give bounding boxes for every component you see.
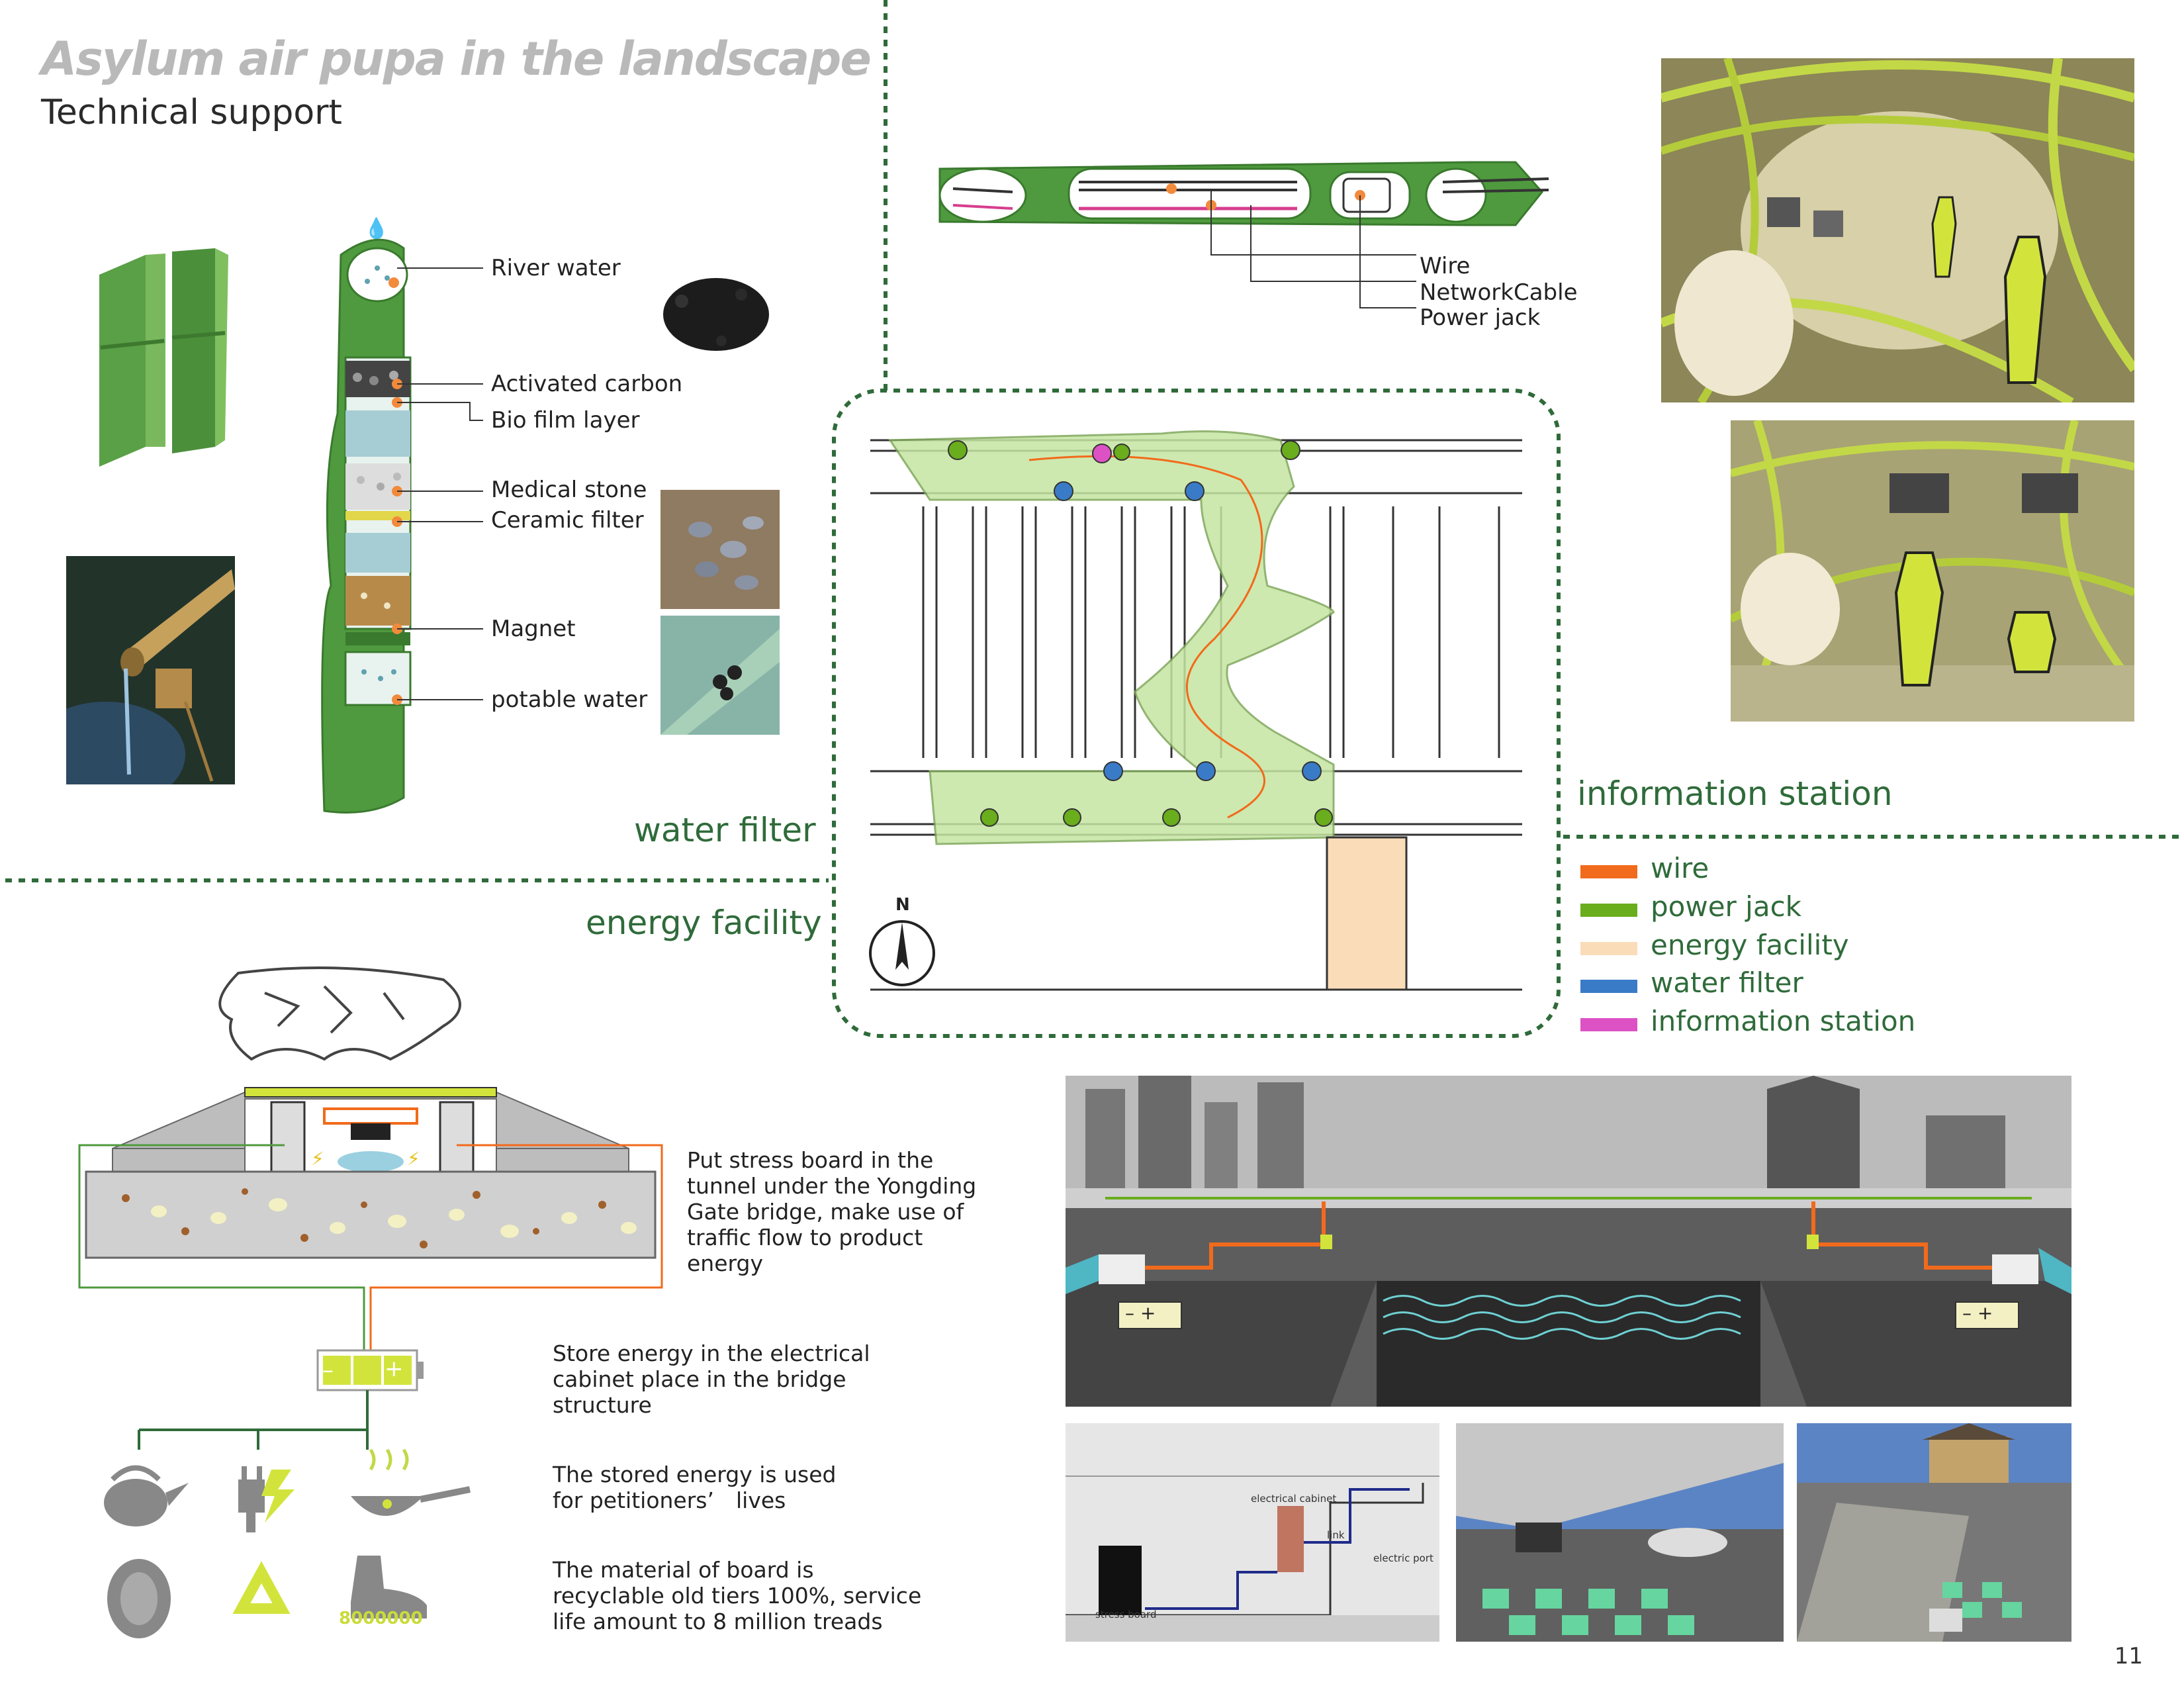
tube-leader-lines xyxy=(1210,189,1416,308)
energy-text-store: Store energy in the electrical cabinet p… xyxy=(553,1340,870,1418)
battery-plus: + xyxy=(385,1356,404,1382)
label-medical-stone: Medical stone xyxy=(491,477,647,503)
water-filter-heading: water filter xyxy=(634,811,816,849)
carbon-photo xyxy=(655,248,778,367)
info-station-render-2 xyxy=(1731,420,2134,722)
cad-label-stress-board: stress board xyxy=(1095,1609,1157,1620)
label-ceramic-filter: Ceramic filter xyxy=(491,507,644,534)
label-activated-carbon: Activated carbon xyxy=(491,371,683,397)
magnet-photo xyxy=(660,616,780,735)
label-power-jack: Power jack xyxy=(1420,305,1541,331)
svg-text:💧: 💧 xyxy=(364,216,388,240)
legend-swatch xyxy=(1580,1018,1637,1031)
tunnel-render-2 xyxy=(1797,1423,2071,1642)
legend-swatch xyxy=(1580,865,1637,878)
label-magnet: Magnet xyxy=(491,616,576,642)
legend-swatch xyxy=(1580,980,1637,993)
energy-text-material: The material of board is recyclable old … xyxy=(553,1557,922,1634)
legend-label: information station xyxy=(1651,1005,1916,1037)
tunnel-render-1 xyxy=(1456,1423,1784,1642)
treads-count-label: 8000000 xyxy=(339,1609,423,1628)
label-river-water: River water xyxy=(491,255,621,281)
page-subtitle: Technical support xyxy=(41,93,342,132)
svg-text:⚡: ⚡ xyxy=(407,1148,420,1170)
page-number: 11 xyxy=(2114,1643,2143,1669)
legend-label: power jack xyxy=(1651,890,1801,923)
filter-leader-lines xyxy=(397,267,483,700)
stone-photo xyxy=(660,490,780,609)
energy-text-stress-board: Put stress board in the tunnel under the… xyxy=(687,1147,977,1276)
bamboo-photo xyxy=(93,248,232,467)
energy-box-right-label: – + xyxy=(1962,1302,1993,1324)
energy-facility-heading: energy facility xyxy=(586,904,822,942)
info-station-heading: information station xyxy=(1577,774,1893,813)
label-network-cable: NetworkCable xyxy=(1420,279,1578,306)
bridge-section-collage xyxy=(1066,1076,2071,1407)
battery-minus: – xyxy=(322,1357,334,1383)
page-title: Asylum air pupa in the landscape xyxy=(41,32,872,86)
energy-text-used: The stored energy is used for petitioner… xyxy=(553,1462,837,1513)
cad-label-electrical-cabinet: electrical cabinet xyxy=(1251,1493,1337,1505)
label-potable-water: potable water xyxy=(491,686,648,713)
bamboo-spout-photo xyxy=(66,556,235,784)
energy-box-left-label: – + xyxy=(1125,1302,1156,1324)
energy-diagram: ⚡ ⚡ xyxy=(78,966,663,1638)
svg-text:⚡: ⚡ xyxy=(311,1148,324,1170)
legend-label: wire xyxy=(1651,852,1709,884)
legend-label: water filter xyxy=(1651,966,1803,999)
cad-label-link: link xyxy=(1327,1529,1345,1541)
site-plan xyxy=(832,389,1561,1038)
info-station-render-1 xyxy=(1661,58,2134,402)
north-label: N xyxy=(895,895,910,915)
legend-swatch xyxy=(1580,904,1637,917)
cable-tube-diagram xyxy=(938,161,1549,226)
label-bio-film-layer: Bio film layer xyxy=(491,407,640,434)
cad-label-electric-port: electric port xyxy=(1373,1552,1433,1564)
cad-section: electrical cabinet link electric port st… xyxy=(1066,1423,1439,1642)
label-wire: Wire xyxy=(1420,253,1471,279)
legend-label: energy facility xyxy=(1651,929,1849,961)
bamboo-filter-diagram: 💧 xyxy=(321,216,412,814)
legend-swatch xyxy=(1580,942,1637,955)
